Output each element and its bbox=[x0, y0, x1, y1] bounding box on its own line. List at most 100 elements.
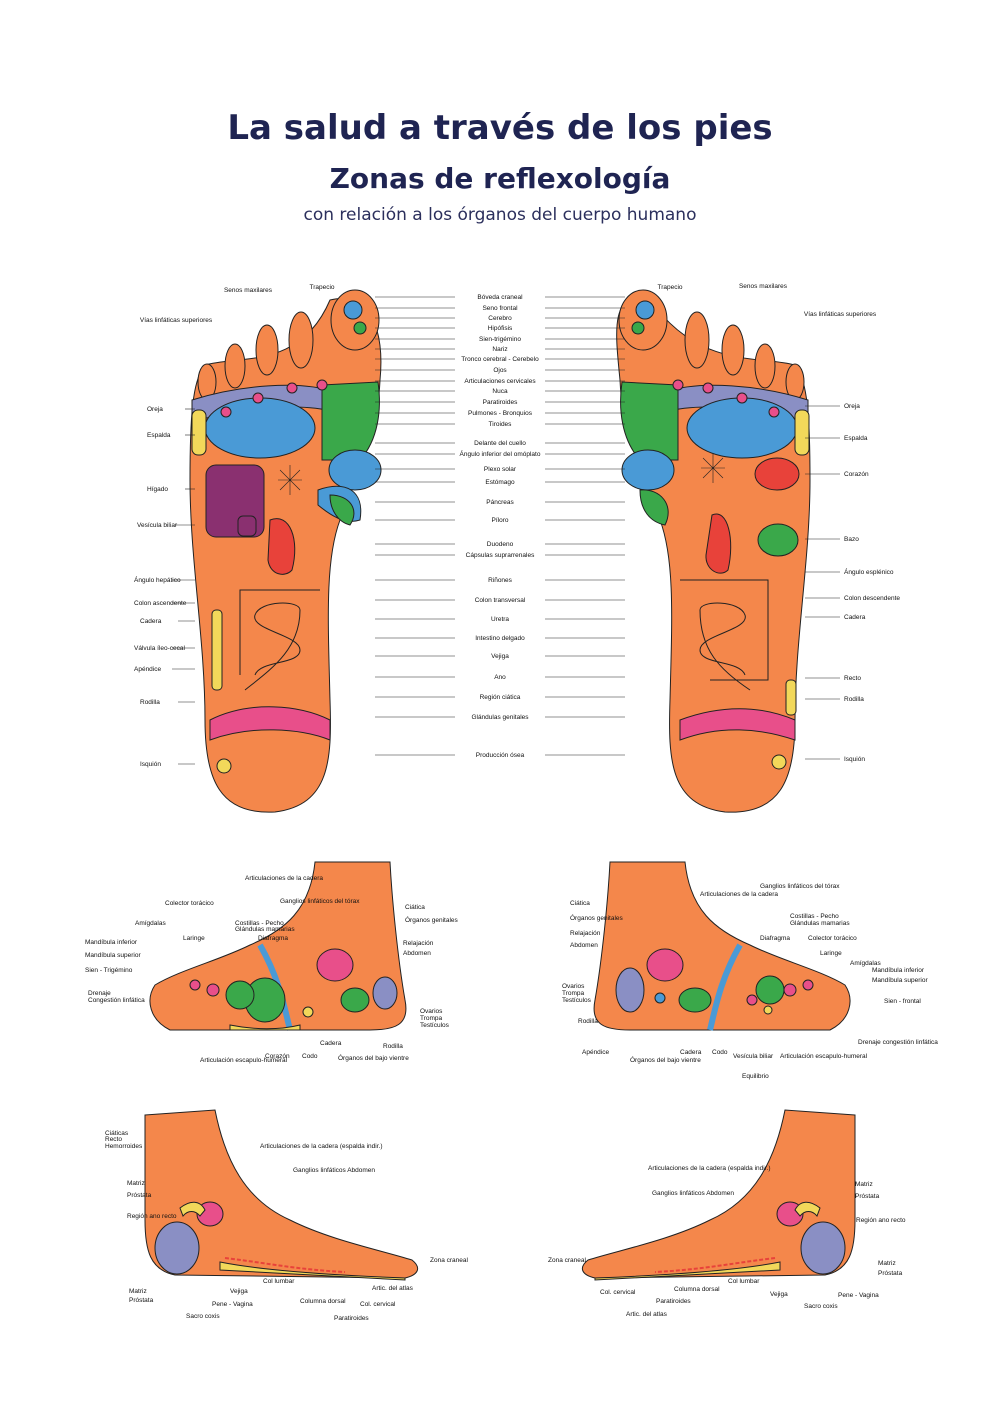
inner-right-foot bbox=[593, 861, 851, 1031]
outer-left-label-matriz: Matriz bbox=[129, 1288, 147, 1295]
page-subtitle: Zonas de reflexología bbox=[329, 162, 671, 195]
inner-left-label-mandibula-inferior: Mandíbula inferior bbox=[85, 939, 138, 946]
inner-right-label-mandibula-superior: Mandíbula superior bbox=[872, 977, 928, 984]
outer-right-label-paratiroides: Paratiroides bbox=[656, 1298, 691, 1305]
inner-right-label-relajacion: Relajación bbox=[570, 930, 601, 937]
inner-left-label-relajacion: Relajación bbox=[403, 940, 434, 947]
inner-right-label-glandulas-mamarias: Glándulas mamarias bbox=[790, 920, 850, 927]
inner-right-label-diafragma: Diafragma bbox=[760, 935, 790, 942]
outer-left-label-region-ano-recto: Región ano recto bbox=[127, 1213, 177, 1220]
label-sien-trigemino: Sien-trigémino bbox=[479, 336, 521, 343]
outer-right-label-zona-craneal: Zona craneal bbox=[548, 1257, 586, 1264]
left-label-rodilla: Rodilla bbox=[140, 699, 160, 706]
left-label-vias-linfaticas-superiores: Vías linfáticas superiores bbox=[140, 317, 213, 324]
inner-right-label-codo: Codo bbox=[712, 1049, 728, 1056]
inner-left-label-codo: Codo bbox=[302, 1053, 318, 1060]
inner-left-label-drenaje: Drenaje bbox=[88, 990, 111, 997]
inner-right-label-drenaje-congestion-linfatica: Drenaje congestión linfática bbox=[858, 1039, 938, 1046]
label-region-ciatica: Región ciática bbox=[480, 694, 521, 701]
outer-right-label-matriz: Matriz bbox=[878, 1260, 896, 1267]
inner-right-label-colector-toracico: Colector torácico bbox=[808, 935, 857, 942]
label-paratiroides: Paratiroides bbox=[483, 399, 518, 406]
outer-left-label-articulaciones-de-la-cadera-espalda-indir: Articulaciones de la cadera (espalda ind… bbox=[260, 1143, 382, 1150]
label-hipofisis: Hipófisis bbox=[488, 325, 513, 332]
inner-left-label-ovarios: Ovarios bbox=[420, 1008, 443, 1015]
right-label-espalda: Espalda bbox=[844, 435, 868, 442]
label-duodeno: Duodeno bbox=[487, 541, 514, 548]
outer-left-label-prostata: Próstata bbox=[127, 1192, 152, 1199]
inner-right-label-testiculos: Testículos bbox=[562, 997, 592, 1004]
right-label-colon-descendente: Colon descendente bbox=[844, 595, 900, 602]
outer-left-label-zona-craneal: Zona craneal bbox=[430, 1257, 468, 1264]
inner-left-label-glandulas-mamarias: Glándulas mamarias bbox=[235, 926, 295, 933]
label-glandulas-genitales: Glándulas genitales bbox=[471, 714, 529, 721]
right-label-isquion: Isquión bbox=[844, 756, 865, 763]
label-boveda-craneal: Bóveda craneal bbox=[477, 294, 523, 301]
inner-left-label-ciatica: Ciática bbox=[405, 904, 425, 911]
outer-left-label-sacro-coxis: Sacro coxis bbox=[186, 1313, 220, 1320]
label-cerebro: Cerebro bbox=[488, 315, 512, 322]
inner-left-label-trompa: Trompa bbox=[420, 1015, 443, 1022]
inner-right-label-costillas-pecho: Costillas - Pecho bbox=[790, 913, 839, 920]
label-tiroides: Tiroides bbox=[489, 421, 513, 428]
left-label-oreja: Oreja bbox=[147, 406, 163, 413]
outer-right-label-sacro-coxis: Sacro coxis bbox=[804, 1303, 838, 1310]
label-colon-transversal: Colon transversal bbox=[475, 597, 526, 604]
inner-left-label-organos-del-bajo-vientre: Órganos del bajo vientre bbox=[338, 1053, 409, 1062]
right-label-angulo-esplenico: Ángulo esplénico bbox=[844, 567, 894, 576]
inner-right-label-apendice: Apéndice bbox=[582, 1049, 609, 1056]
left-label-cadera: Cadera bbox=[140, 618, 162, 625]
outer-right-label-vejiga: Vejiga bbox=[770, 1291, 788, 1298]
inner-right-label-articulaciones-de-la-cadera: Articulaciones de la cadera bbox=[700, 891, 778, 898]
outer-left-label-pene-vagina: Pene - Vagina bbox=[212, 1301, 253, 1308]
inner-right-label-sien-frontal: Sien - frontal bbox=[884, 998, 921, 1005]
outer-left-label-recto: Recto bbox=[105, 1136, 122, 1143]
outer-left-label-paratiroides: Paratiroides bbox=[334, 1315, 369, 1322]
inner-right-label-equilibrio: Equilibrio bbox=[742, 1073, 769, 1080]
right-sole bbox=[616, 289, 811, 813]
inner-left-label-colector-toracico: Colector torácico bbox=[165, 900, 214, 907]
inner-left-label-testiculos: Testículos bbox=[420, 1022, 450, 1029]
left-label-angulo-hepatico: Ángulo hepático bbox=[134, 575, 181, 584]
left-label-apendice: Apéndice bbox=[134, 666, 161, 673]
inner-right-label-cadera: Cadera bbox=[680, 1049, 702, 1056]
left-label-higado: Hígado bbox=[147, 486, 168, 493]
inner-right-label-abdomen: Abdomen bbox=[570, 942, 598, 949]
inner-left-foot bbox=[149, 861, 407, 1031]
right-label-vias-linfaticas-superiores: Vías linfáticas superiores bbox=[804, 311, 877, 318]
right-label-cadera: Cadera bbox=[844, 614, 866, 621]
outer-right-labels: Articulaciones de la cadera (espalda ind… bbox=[548, 1165, 906, 1318]
inner-left-label-cadera: Cadera bbox=[320, 1040, 342, 1047]
left-label-trapecio: Trapecio bbox=[309, 284, 334, 291]
left-sole bbox=[189, 289, 382, 813]
outer-left-foot bbox=[144, 1109, 419, 1281]
label-piloro: Píloro bbox=[492, 517, 509, 524]
outer-right-label-columna-dorsal: Columna dorsal bbox=[674, 1286, 720, 1293]
outer-right-label-col-cervical: Col. cervical bbox=[600, 1289, 636, 1296]
label-uretra: Uretra bbox=[491, 616, 509, 623]
left-label-valvula-ileo-cecal: Válvula íleo-cecal bbox=[134, 645, 185, 652]
label-capsulas-suprarrenales: Cápsulas suprarrenales bbox=[466, 552, 535, 559]
inner-right-label-mandibula-inferior: Mandíbula inferior bbox=[872, 967, 925, 974]
outer-left-label-prostata: Próstata bbox=[129, 1297, 154, 1304]
label-pulmones-bronquios: Pulmones - Bronquios bbox=[468, 410, 533, 417]
outer-left-label-vejiga: Vejiga bbox=[230, 1288, 248, 1295]
inner-left-label-diafragma: Diafragma bbox=[258, 935, 288, 942]
page-title: La salud a través de los pies bbox=[227, 108, 773, 148]
inner-right-label-trompa: Trompa bbox=[562, 990, 585, 997]
inner-left-label-laringe: Laringe bbox=[183, 935, 205, 942]
outer-right-label-ganglios-linfaticos-abdomen: Ganglios linfáticos Abdomen bbox=[652, 1190, 734, 1197]
left-label-vesicula-biliar: Vesícula biliar bbox=[137, 522, 178, 529]
inner-left-label-congestion-linfatica: Congestión linfática bbox=[88, 997, 145, 1004]
right-label-trapecio: Trapecio bbox=[657, 284, 682, 291]
outer-left-label-artic-del-atlas: Artic. del atlas bbox=[372, 1285, 414, 1292]
inner-left-label-articulaciones-de-la-cadera: Articulaciones de la cadera bbox=[245, 875, 323, 882]
outer-right-label-prostata: Próstata bbox=[878, 1270, 903, 1277]
label-plexo-solar: Plexo solar bbox=[484, 466, 517, 473]
